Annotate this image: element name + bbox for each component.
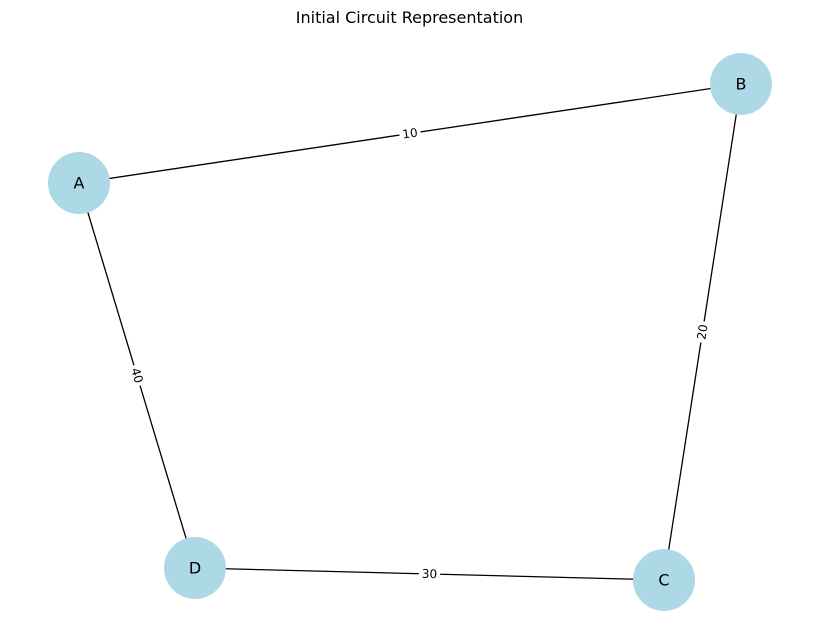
edge-weight-label-a-d: 40	[126, 363, 148, 388]
node-circle	[48, 152, 110, 214]
edge-label-background	[692, 320, 713, 344]
node-label: D	[189, 559, 201, 578]
edge-label-background	[126, 363, 148, 388]
node-circle	[633, 549, 695, 611]
node-label: A	[74, 174, 85, 193]
edge-weight-text: 40	[128, 366, 146, 385]
node-b: B	[710, 53, 772, 115]
node-label: B	[736, 75, 747, 94]
node-circle	[164, 537, 226, 599]
nodes-layer: A B C D	[48, 53, 772, 611]
edge-weight-label-b-c: 20	[692, 320, 713, 344]
diagram-title: Initial Circuit Representation	[295, 8, 524, 27]
edge-label-background	[398, 124, 422, 143]
edge-weight-label-d-c: 30	[418, 565, 441, 583]
node-c: C	[633, 549, 695, 611]
edge-labels-layer: 10 20 30 40	[126, 124, 713, 583]
edge-weight-text: 20	[694, 323, 710, 340]
edge-weight-label-a-b: 10	[398, 124, 422, 143]
edge-weight-text: 10	[401, 125, 418, 141]
edges-layer	[78, 83, 742, 581]
node-a: A	[48, 152, 110, 214]
node-circle	[710, 53, 772, 115]
edge-weight-text: 30	[422, 567, 438, 581]
node-d: D	[164, 537, 226, 599]
node-label: C	[658, 571, 669, 590]
edge-label-background	[418, 565, 441, 583]
